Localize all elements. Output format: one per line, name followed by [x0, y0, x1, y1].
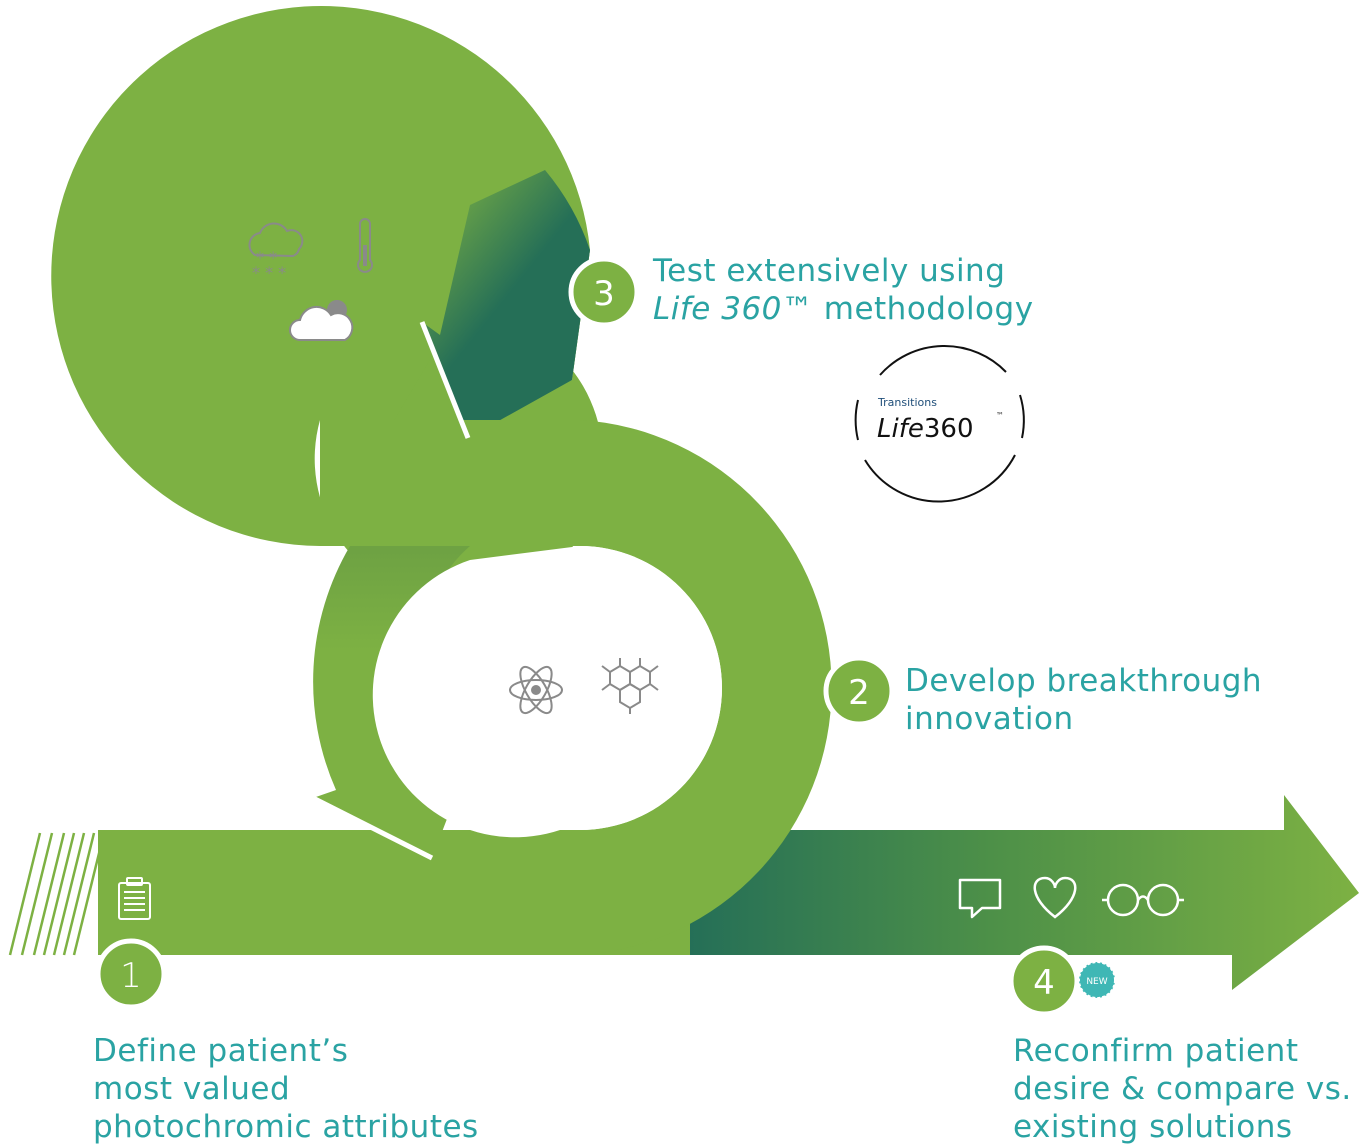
step-4-number: 4 [1033, 963, 1055, 1003]
new-badge-label: NEW [1086, 977, 1107, 987]
step-3-life360: Life 360™ [653, 291, 814, 327]
new-badge: NEW [1078, 961, 1116, 999]
glasses-icon [1102, 883, 1184, 917]
step-2-line: Develop breakthrough [905, 663, 1263, 699]
step-3-marker: 3 [568, 256, 640, 328]
s-curve-band [320, 420, 832, 955]
step-1-marker: 1 [95, 938, 167, 1010]
bottom-arrow-head [690, 795, 1359, 990]
top-loop-arrow [422, 170, 590, 438]
step-3-number: 3 [593, 274, 615, 314]
logo-name-rest: 360 [924, 414, 974, 444]
step-4-text: Reconfirm patient desire & compare vs. e… [1013, 1032, 1352, 1146]
step-4-line: existing solutions [1013, 1109, 1293, 1145]
molecule-icon [601, 658, 659, 714]
logo-brand: Transitions [877, 396, 937, 409]
sun-cloud-icon [289, 300, 354, 341]
step-3-methodology: methodology [813, 291, 1034, 327]
logo-name-italic: Life [877, 414, 924, 444]
snow-cloud-icon: * * * * * [248, 222, 304, 282]
hatch-lines [8, 832, 106, 956]
svg-text:Life360: Life360 [877, 414, 974, 444]
svg-text:* * *: * * * [252, 263, 286, 282]
step-2-line: innovation [905, 701, 1074, 737]
life360-logo: Transitions Life360 ™ [854, 345, 1025, 503]
thermometer-icon [357, 218, 373, 273]
atom-icon [509, 665, 563, 715]
svg-text:* *: * * [256, 248, 277, 267]
speech-bubble-icon [958, 878, 1002, 919]
step-4-line: desire & compare vs. [1013, 1071, 1352, 1107]
step-3-text: Test extensively using Life 360™ methodo… [653, 252, 1034, 328]
step-1-line: most valued [93, 1071, 291, 1107]
step-1-number: 1 [120, 956, 142, 996]
step-3-line-2: Life 360™ methodology [653, 290, 1034, 328]
logo-trademark: ™ [996, 411, 1004, 420]
step-4-line: Reconfirm patient [1013, 1033, 1299, 1069]
step-3-line: Test extensively using [653, 253, 1006, 289]
step-1-text: Define patient’s most valued photochromi… [93, 1032, 479, 1146]
step-2-text: Develop breakthrough innovation [905, 662, 1262, 738]
step-2-marker: 2 [823, 655, 895, 727]
step-1-line: photochromic attributes [93, 1109, 479, 1145]
clipboard-icon [118, 877, 151, 920]
step-1-line: Define patient’s [93, 1033, 349, 1069]
step-4-marker: 4 NEW [1008, 945, 1116, 1017]
step-2-number: 2 [848, 673, 870, 713]
heart-icon [1033, 876, 1077, 919]
